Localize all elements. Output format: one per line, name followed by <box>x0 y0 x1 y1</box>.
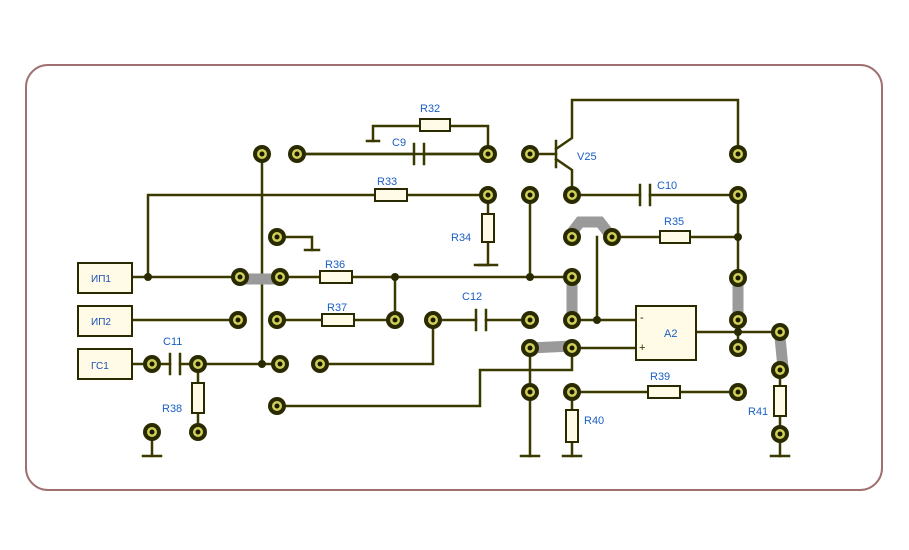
label-r36: R36 <box>325 259 345 271</box>
resistor-r39 <box>647 385 681 399</box>
label-c10: C10 <box>657 180 677 192</box>
resistors <box>191 118 787 443</box>
label-r38: R38 <box>162 403 182 415</box>
connector-ip1 <box>77 262 133 294</box>
label-c12: C12 <box>462 291 482 303</box>
resistor-r36 <box>319 270 353 284</box>
label-r33: R33 <box>377 176 397 188</box>
label-c11: C11 <box>163 336 182 348</box>
label-r32: R32 <box>420 103 440 115</box>
opamp-a2 <box>635 305 697 361</box>
resistor-r37 <box>321 313 355 327</box>
pads <box>143 145 789 443</box>
label-opamp-minus: - <box>640 312 644 324</box>
label-opamp-plus: + <box>639 342 645 354</box>
resistor-r41 <box>773 385 787 417</box>
capacitors <box>168 142 652 376</box>
label-r39: R39 <box>650 371 670 383</box>
junctions <box>144 233 742 368</box>
label-r35: R35 <box>664 216 684 228</box>
label-connector-ip1: ИП1 <box>91 274 111 285</box>
resistor-r38 <box>191 382 205 414</box>
label-r41: R41 <box>748 406 768 418</box>
resistor-r32 <box>419 118 451 132</box>
resistor-r34 <box>481 213 495 243</box>
connector-gs1 <box>77 348 133 380</box>
label-r37: R37 <box>327 302 347 314</box>
label-a2: A2 <box>664 328 677 340</box>
label-r34: R34 <box>451 232 471 244</box>
resistor-r33 <box>374 188 408 202</box>
resistor-r35 <box>659 230 691 244</box>
label-r40: R40 <box>584 415 604 427</box>
label-c9: C9 <box>392 137 406 149</box>
label-connector-gs1: ГС1 <box>91 361 109 372</box>
label-connector-ip2: ИП2 <box>91 317 111 328</box>
label-v25: V25 <box>577 151 597 163</box>
resistor-r40 <box>565 409 579 443</box>
connector-ip2 <box>77 305 133 337</box>
